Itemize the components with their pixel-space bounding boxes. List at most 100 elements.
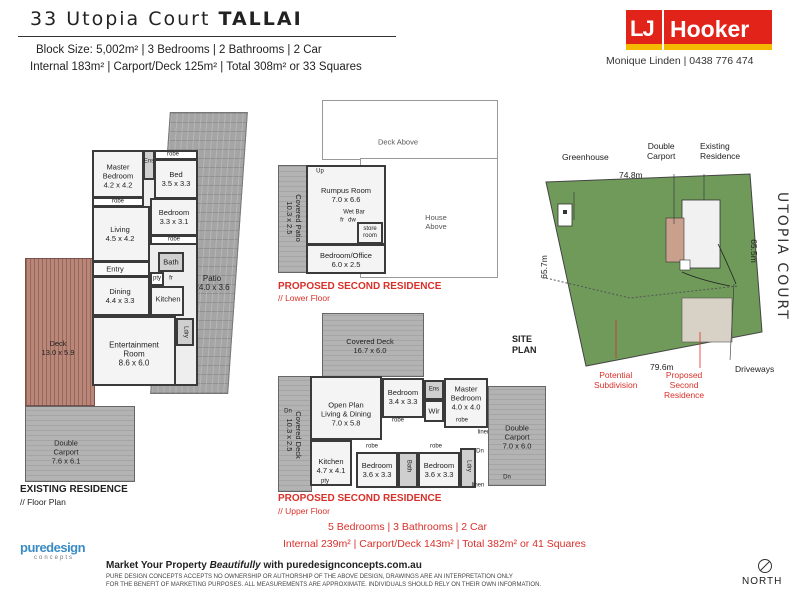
covered-deck-side-name: Covered Deck [294,411,303,459]
upper-ensuite [424,380,444,400]
site-proposed: Proposed [665,370,703,380]
double-carport-shape [665,217,685,263]
lower-title: PROPOSED SECOND RESIDENCE [278,281,442,292]
covered-deck-name: Covered Deck [346,337,394,346]
site-plan-title: SITE PLAN [512,334,537,356]
store-room-name: room [363,233,377,239]
site-subdivision: Subdivision [594,380,638,390]
north-label: NORTH [742,576,783,587]
master-name: Master [106,162,130,172]
rumpus-name: Rumpus Room [320,186,372,195]
upper-bedroom-c-name: Bedroom [423,461,455,470]
dishwasher-label: dw [348,217,356,224]
market-c: with [260,560,287,571]
bed-room [154,159,198,199]
bedroom-2-dim: 3.3 x 3.1 [159,217,189,226]
dining-room [92,276,150,316]
site-residence-2: Residence [664,390,705,400]
house-above-1: House [425,213,447,222]
bed-name: Bed [169,170,183,179]
covered-patio-dim: 10.3 x 2.5 [285,201,294,235]
upper-bedroom-b [356,452,398,488]
store-room [357,222,383,244]
bath [158,252,184,272]
open-plan-name: Open Plan [328,400,364,410]
driveway-pointer [729,283,735,361]
greenhouse-dot [563,210,567,214]
robe-bottom [150,235,198,245]
upper-carport-name-2: Carport [504,432,530,442]
spec-line-2: Internal 183m² | Carport/Deck 125m² | To… [30,61,362,73]
covered-patio [278,165,310,273]
lower-subtitle: // Lower Floor [278,293,330,303]
robe-mid-label: robe [111,198,125,205]
upper-master [444,378,488,428]
bedroom-office [306,244,386,274]
logo-mark: LJ [630,16,655,41]
open-plan-living [310,376,382,440]
living-name: Living [110,225,130,234]
logo-accent-bar-2 [664,44,772,50]
upper-pty: pty [320,478,330,485]
greenhouse-label: Greenhouse [562,152,609,162]
dining-name: Dining [109,287,131,296]
entertainment-name-2: Room [123,349,145,359]
driveway-line [681,271,731,287]
street-name: UTOPIA COURT [774,192,790,321]
upper-carport [488,386,546,486]
entertainment-dim: 8.6 x 6.0 [118,358,150,368]
site-double: Double [647,141,675,151]
site-plan-map [545,173,763,368]
upper-ensuite-label: Ens [428,386,440,393]
dim-right: 65.5m [748,239,759,263]
upper-title: PROPOSED SECOND RESIDENCE [278,493,442,504]
master-name-2: Bedroom [102,171,134,181]
wet-bar-label: Wet Bar [343,209,365,216]
covered-deck-side-dim: 10.3 x 2.5 [285,418,294,452]
pd-logo-word: puredesign [20,540,86,555]
pantry [150,272,164,286]
house-above-2: Above [425,222,447,231]
upper-kitchen-dim: 4.7 x 4.1 [316,466,346,475]
site-title-2: PLAN [512,345,537,355]
dining-dim: 4.4 x 3.3 [105,296,135,305]
carport-name: Double [54,438,78,448]
title-suburb: TALLAI [218,8,303,30]
upper-robe-b: robe [455,417,469,424]
market-line: Market Your Property Beautifully with pu… [106,560,422,571]
laundry-label: Ldry [182,326,189,338]
spec-line-1: Block Size: 5,002m² | 3 Bedrooms | 2 Bat… [36,44,322,56]
greenhouse-shape [557,203,573,227]
living-dim: 4.5 x 4.2 [105,234,135,243]
patio-dim: 24.0 x 3.6 [194,283,230,292]
upper-bath-label: Bath [405,459,412,473]
upper-bedroom-b-dim: 3.6 x 3.3 [362,470,392,479]
master-dim: 4.2 x 4.2 [103,180,133,190]
covered-patio-name: Covered Patio [294,194,303,242]
proposed-residence-shape [681,297,733,343]
driveways-label: Driveways [735,364,775,374]
office-dim: 6.0 x 2.5 [331,260,361,269]
logo-accent-bar [626,44,662,50]
upper-laundry [460,448,476,488]
linen-1: linen [477,429,491,436]
agent-contact: Monique Linden | 0438 776 474 [606,55,754,67]
market-link[interactable]: puredesignconcepts.com.au [286,560,422,571]
north-arrow-icon [758,559,772,573]
